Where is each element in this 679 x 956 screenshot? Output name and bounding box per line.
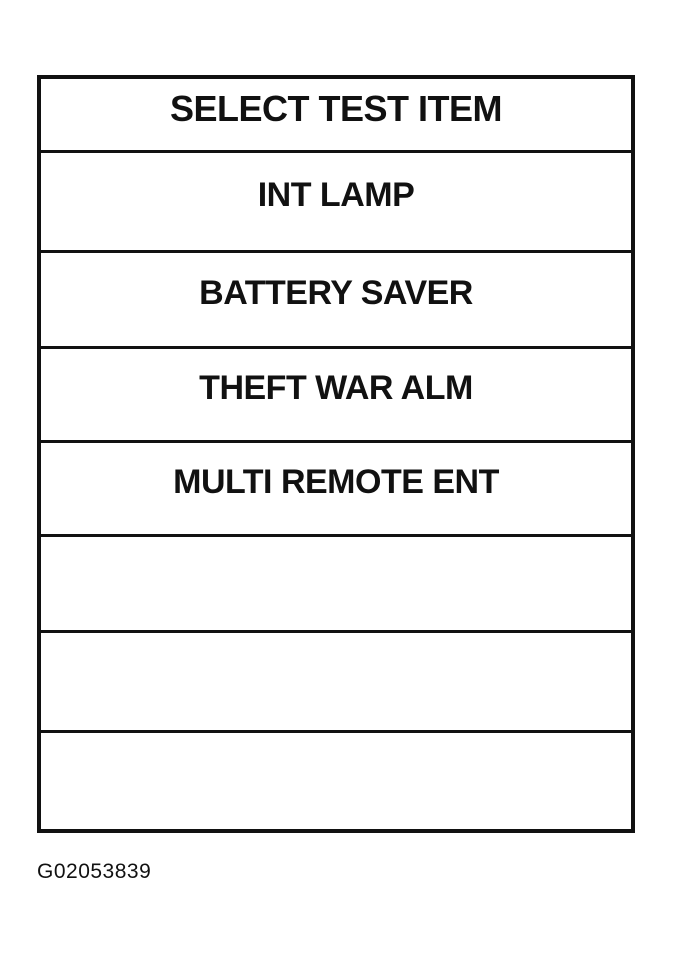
panel-title-row: SELECT TEST ITEM	[41, 79, 631, 153]
test-item-label: MULTI REMOTE ENT	[173, 463, 499, 501]
test-item-label: INT LAMP	[257, 176, 415, 214]
test-item-multi-remote-ent[interactable]: MULTI REMOTE ENT	[41, 443, 631, 537]
test-item-label: BATTERY SAVER	[199, 274, 473, 312]
test-item-panel: SELECT TEST ITEM INT LAMP BATTERY SAVER …	[37, 75, 635, 833]
test-item-empty[interactable]	[41, 733, 631, 829]
test-item-label: THEFT WAR ALM	[199, 369, 473, 407]
test-item-int-lamp[interactable]: INT LAMP	[41, 153, 631, 253]
test-item-battery-saver[interactable]: BATTERY SAVER	[41, 253, 631, 349]
test-item-empty[interactable]	[41, 537, 631, 633]
figure-id: G02053839	[37, 860, 152, 883]
test-item-theft-war-alm[interactable]: THEFT WAR ALM	[41, 349, 631, 443]
test-item-empty[interactable]	[41, 633, 631, 733]
panel-title: SELECT TEST ITEM	[169, 87, 503, 129]
